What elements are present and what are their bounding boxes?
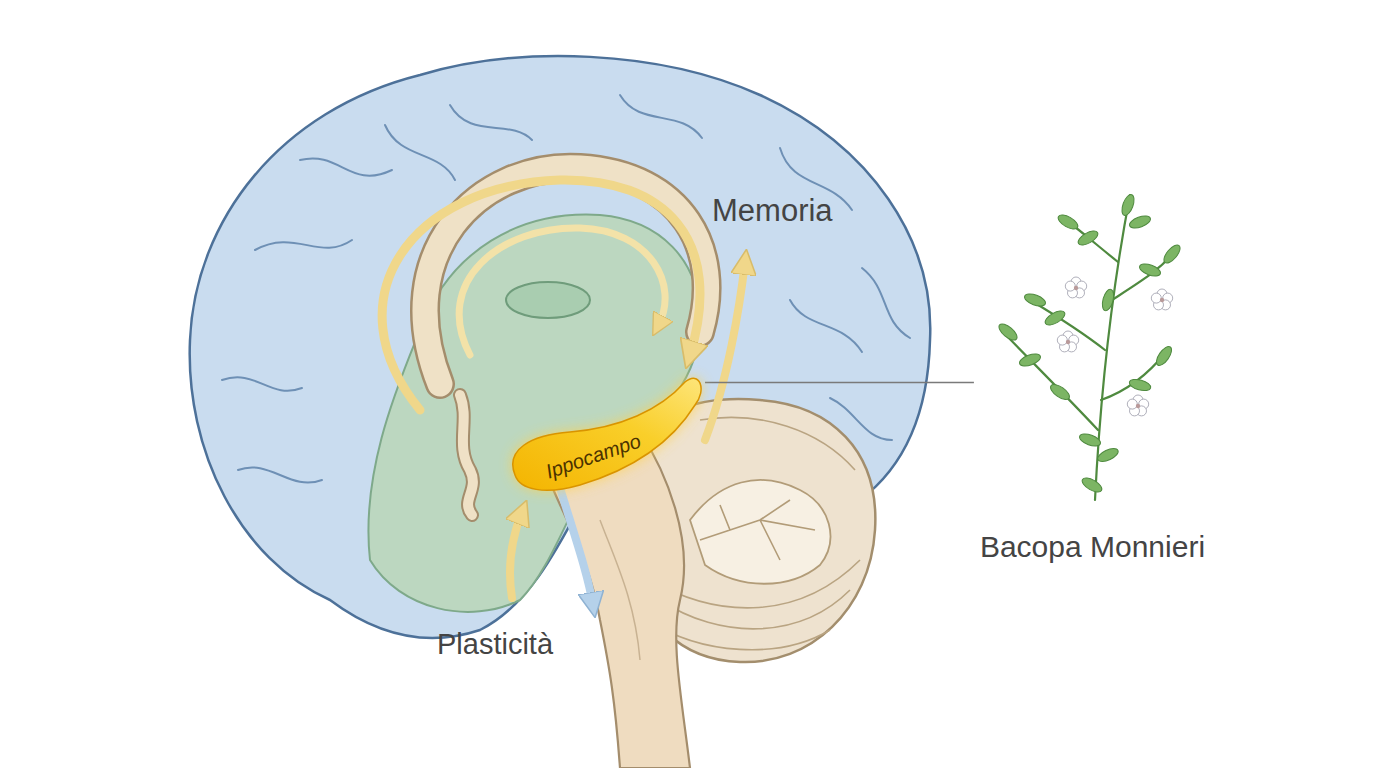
gyrus: [300, 158, 392, 175]
pathway-arrow: [459, 228, 665, 355]
bacopa-plant: [996, 193, 1183, 500]
leaf: [996, 321, 1019, 343]
flower: [1065, 277, 1086, 298]
flower: [1151, 289, 1172, 310]
leaf: [1080, 475, 1104, 495]
stem: [1003, 332, 1098, 430]
leaf: [1043, 308, 1067, 328]
region-label: Memoria: [712, 193, 833, 229]
gyrus: [620, 95, 702, 138]
leaf: [1128, 377, 1152, 392]
folium: [700, 417, 855, 470]
leaf: [1100, 288, 1115, 312]
plant-stems: [1003, 195, 1176, 500]
stem: [1101, 352, 1166, 400]
gyrus: [790, 300, 862, 352]
leaf: [1048, 382, 1072, 403]
hippocampus: [513, 378, 701, 490]
gyrus: [222, 377, 302, 390]
gyrus: [385, 125, 455, 180]
leader-line: [705, 382, 974, 384]
plasticity-arrow: [510, 512, 522, 598]
region-label: Plasticità: [437, 628, 553, 661]
hippocampus-glow: [513, 378, 701, 490]
leaf: [1023, 292, 1047, 309]
memory-arrow: [705, 262, 745, 440]
folium: [660, 590, 850, 629]
leaf: [1128, 214, 1152, 231]
hippocampus-region: Ippocampo: [500, 370, 705, 500]
gyrus: [450, 105, 532, 140]
hippocampus-shape: [500, 370, 705, 500]
leaf: [1161, 242, 1183, 265]
gyrus: [255, 240, 352, 250]
leaf: [1056, 212, 1080, 232]
arbor-vitae: [690, 480, 830, 584]
leaf: [1120, 193, 1137, 217]
leaf: [1096, 446, 1120, 464]
cerebrum: [190, 56, 931, 638]
thalamus: [506, 282, 590, 318]
pathway-arrows: [382, 180, 745, 605]
fornix-outline: [460, 395, 473, 515]
flower: [1127, 395, 1148, 416]
leaf: [1076, 228, 1100, 248]
fornix: [460, 395, 473, 515]
leaf: [1018, 352, 1042, 369]
leaf: [1138, 262, 1162, 279]
gyrus: [238, 467, 322, 482]
plant-name: Bacopa Monnieri: [980, 530, 1205, 565]
gyrus: [862, 268, 910, 338]
leaf: [1078, 432, 1102, 449]
arbor-vitae-branches: [700, 500, 815, 560]
flower: [1057, 331, 1078, 352]
plasticity-arrow: [560, 488, 593, 605]
pathway-arrow: [382, 180, 700, 410]
leaf: [1154, 344, 1175, 368]
brainstem-line: [600, 520, 640, 660]
plant-label-box: Bacopa Monnieri: [974, 190, 1211, 575]
